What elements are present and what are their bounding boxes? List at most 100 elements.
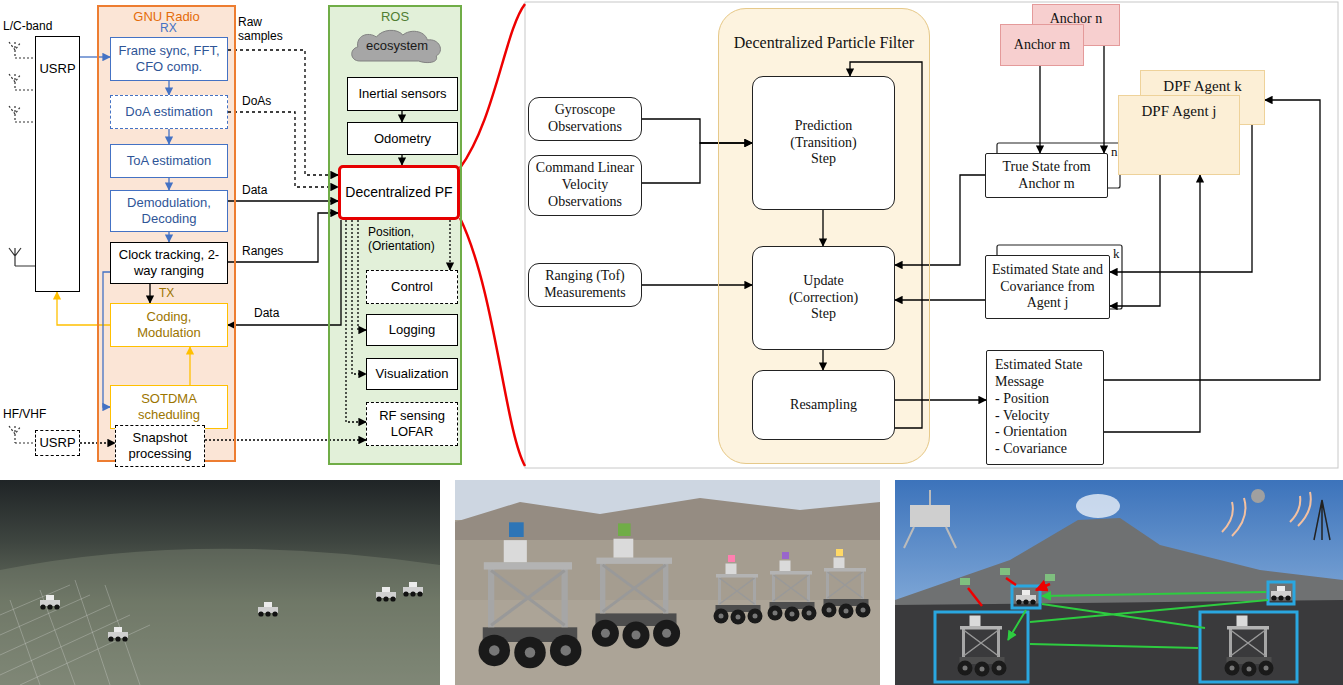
connector (80, 56, 110, 57)
mission-illustration (968, 578, 1050, 606)
panel-fill (328, 5, 462, 465)
signal-label: Raw samples (236, 16, 292, 44)
message-box: Estimated State Message- Position- Veloc… (986, 350, 1104, 465)
mission-illustration (1200, 612, 1297, 682)
process-box: Coding, Modulation (110, 303, 228, 347)
connector (168, 129, 169, 144)
zoom-line (460, 4, 525, 168)
connector (895, 175, 985, 265)
node-text: Ranging (Tof) Measurements (532, 268, 638, 302)
signal-label: Position, (Orientation) (366, 226, 446, 254)
rover-photo (509, 522, 524, 537)
node-text: ecosystem (366, 38, 428, 54)
simulation-render (0, 480, 440, 685)
node-text: RF sensing LOFAR (370, 408, 454, 439)
mission-illustration (1222, 492, 1311, 536)
node-text: DPF Agent j (1141, 102, 1216, 120)
input-box: Ranging (Tof) Measurements (528, 263, 642, 307)
filter-panel: Decentralized Particle FilterPrediction … (718, 8, 930, 464)
antenna-symbol (9, 248, 35, 266)
simulation-render (0, 549, 440, 685)
connector (228, 213, 338, 262)
panel-fill (97, 2, 1338, 468)
connector (57, 292, 110, 325)
simulation-render (258, 602, 278, 617)
connector (642, 119, 752, 143)
mission-illustration (910, 505, 950, 527)
band-label: HF/VHF (3, 408, 46, 422)
mission-illustration (1008, 592, 1268, 648)
node-text: Logging (389, 322, 435, 338)
connector (103, 272, 110, 407)
rover-photo (455, 480, 880, 685)
rover-photo (836, 549, 843, 556)
mission-illustration (1268, 582, 1294, 604)
node-text: SOTDMA scheduling (114, 391, 224, 422)
agent-box: DPF Agent j (1118, 95, 1240, 175)
rover-photo (455, 498, 880, 540)
mission-illustration (960, 578, 970, 585)
list-item: - Velocity (995, 408, 1050, 425)
antenna-symbol (9, 42, 35, 58)
connector (895, 399, 986, 400)
rover-photo (714, 564, 763, 625)
node-text: Frame sync, FFT, CFO comp. (114, 43, 224, 74)
node-text: Control (391, 279, 433, 295)
antenna-symbol (9, 426, 35, 443)
connector (895, 299, 985, 300)
rover-photo (714, 555, 763, 625)
input-box: Command Linear Velocity Observations (528, 155, 642, 216)
rover-photo (728, 555, 735, 562)
mission-illustration (958, 616, 1007, 677)
connector (401, 111, 402, 122)
simulation-render (108, 627, 128, 642)
module-box: Control (366, 270, 458, 304)
connector (228, 220, 341, 325)
node-text: Clock tracking, 2-way ranging (114, 247, 224, 278)
process-box: Frame sync, FFT, CFO comp. (110, 37, 228, 81)
connector (449, 220, 450, 270)
signal-label: Data (240, 184, 280, 198)
anchor-box: Anchor m (1000, 24, 1084, 66)
connector (149, 284, 150, 303)
rover-photo (782, 552, 789, 559)
node-text: DPF Agent k (1163, 77, 1241, 95)
module-box: Logging (366, 314, 458, 346)
stack-count: n (1111, 145, 1118, 160)
process-box: DoA estimation (110, 95, 228, 129)
rover-photo (768, 561, 817, 622)
node-text: Resampling (790, 397, 857, 414)
zoom-line (460, 4, 525, 466)
step-box: Prediction (Transition) Step (752, 76, 895, 210)
node-text: DoA estimation (125, 104, 212, 120)
connector (1103, 46, 1104, 153)
filter-box: Decentralized PF (338, 165, 460, 220)
state-box: True State from Anchor m (985, 153, 1108, 198)
connector (228, 200, 338, 201)
list-item: - Position (995, 391, 1049, 408)
signal-label: Data (252, 307, 292, 321)
mission-illustration (935, 612, 1028, 682)
mission-illustration (958, 616, 1007, 677)
module-box: Inertial sensors (347, 77, 458, 111)
mission-illustration (1076, 494, 1120, 518)
simulation-render (376, 587, 396, 602)
node-text: Coding, Modulation (114, 309, 224, 340)
step-box: Resampling (752, 370, 895, 440)
module-box: Visualization (366, 358, 458, 390)
connector (642, 143, 752, 183)
node-text: Odometry (374, 131, 431, 147)
node-text: Command Linear Velocity Observations (532, 160, 638, 210)
mission-illustration (1225, 616, 1274, 677)
rover-photo (768, 552, 817, 622)
mission-illustration (1016, 590, 1036, 605)
cloud-outline (352, 30, 441, 62)
mission-illustration (1314, 500, 1330, 540)
panel-fill (718, 8, 930, 464)
mission-illustration (895, 480, 1343, 685)
signal-label: DoAs (240, 95, 280, 109)
process-box: ToA estimation (110, 144, 228, 178)
simulation-render (40, 595, 60, 610)
band-label: L/C-band (3, 20, 52, 34)
stack-count: k (1113, 247, 1120, 262)
